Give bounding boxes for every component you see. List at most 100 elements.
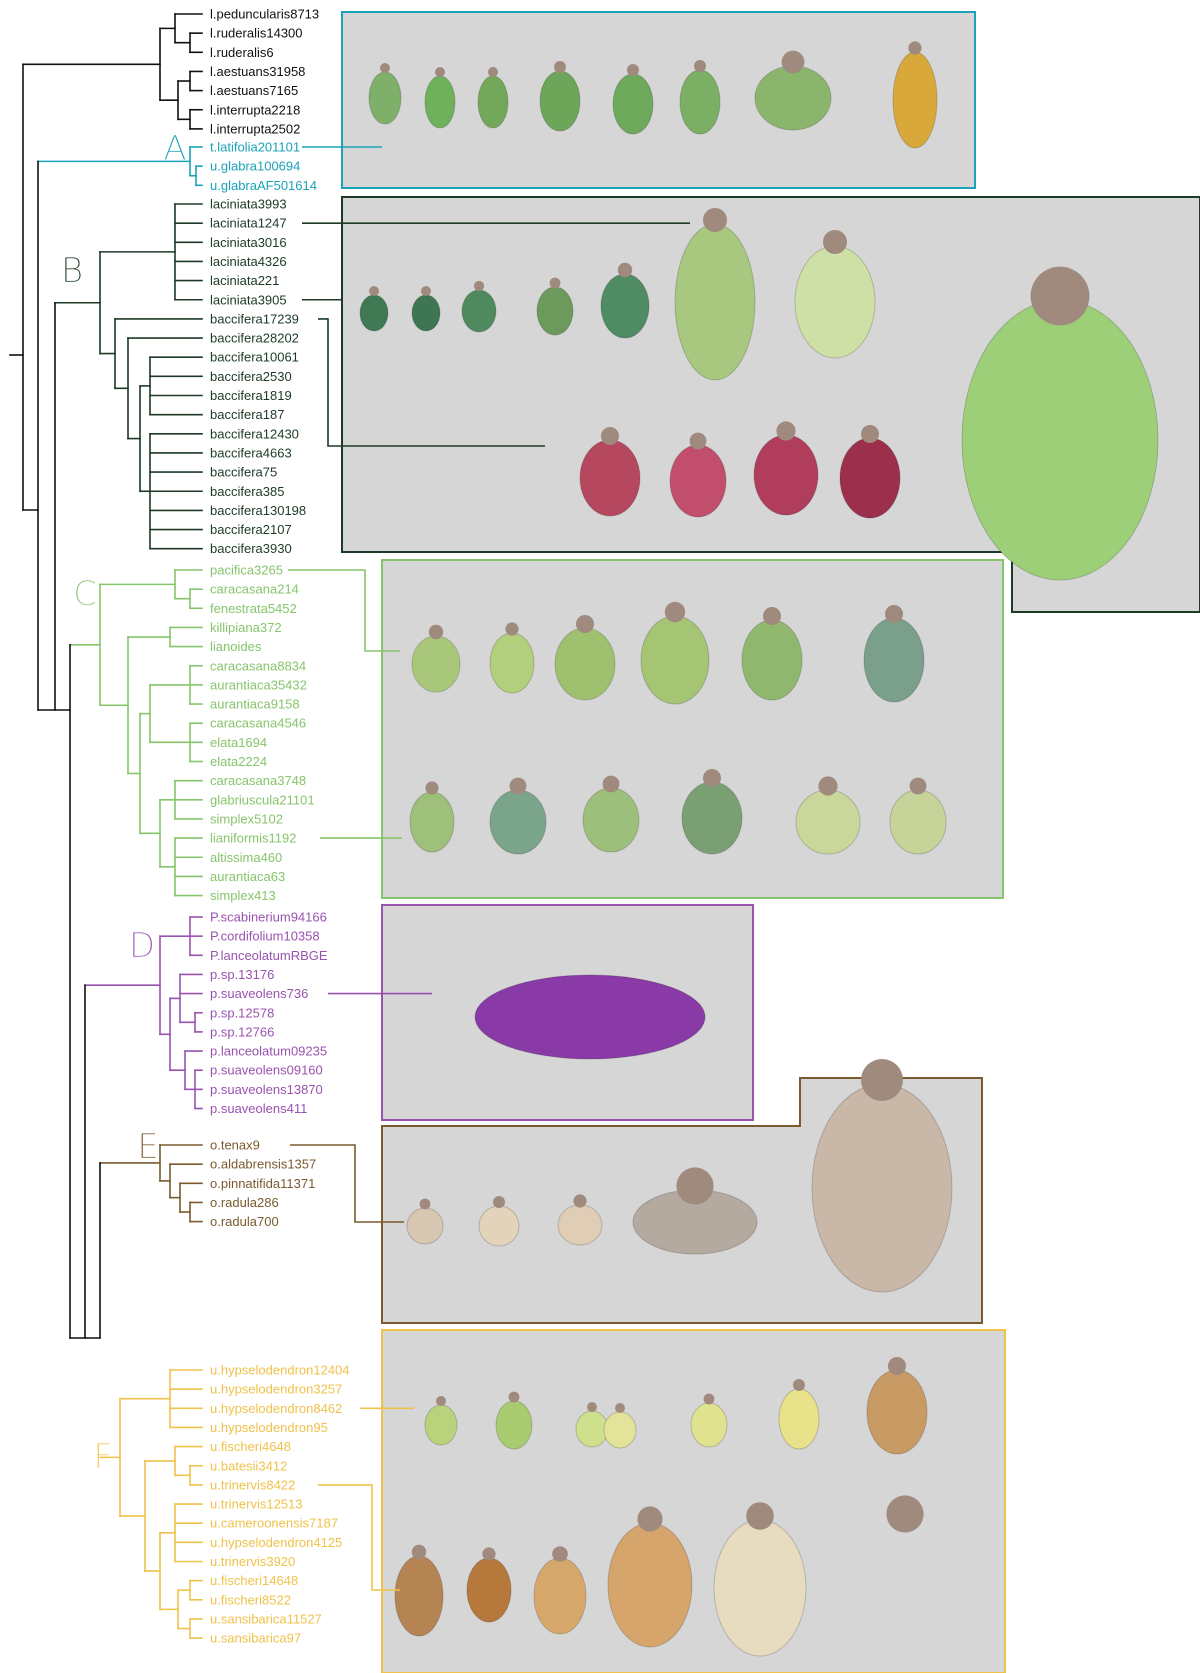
specimen-tuft-11 xyxy=(550,278,561,289)
specimen-f-39 xyxy=(496,1401,532,1449)
specimen-tuft-13 xyxy=(703,208,727,232)
specimen-tuft-47 xyxy=(552,1546,568,1562)
taxon-label: baccifera75 xyxy=(210,465,277,480)
specimen-tuft-4 xyxy=(627,64,639,76)
specimen-tuft-8 xyxy=(369,286,379,296)
taxon-label: p.sp.13176 xyxy=(210,967,274,982)
taxon-label: u.batesii3412 xyxy=(210,1458,287,1473)
taxon-label: baccifera3930 xyxy=(210,541,292,556)
taxon-label: o.radula700 xyxy=(210,1214,279,1229)
taxon-label: o.aldabrensis1357 xyxy=(210,1157,316,1172)
taxon-label: l.interrupta2502 xyxy=(210,121,300,136)
specimen-f-47 xyxy=(534,1558,586,1634)
taxon-label: baccifera10061 xyxy=(210,350,299,365)
specimen-tuft-50 xyxy=(886,1495,923,1532)
specimen-c-23 xyxy=(641,616,709,704)
taxon-label: P.scabinerium94166 xyxy=(210,910,327,925)
taxon-label: p.suaveolens09160 xyxy=(210,1063,323,1078)
specimen-tuft-2 xyxy=(488,67,498,77)
specimen-outgroup-6 xyxy=(755,66,831,130)
taxon-label: baccifera1819 xyxy=(210,388,292,403)
taxon-label: u.sansibarica11527 xyxy=(210,1611,322,1626)
taxon-label: u.hypselodendron4125 xyxy=(210,1535,342,1550)
specimen-f-40 xyxy=(576,1411,608,1447)
specimen-c-31 xyxy=(890,790,946,854)
clade-letter-e: E xyxy=(137,1127,158,1167)
taxon-label: u.hypselodendron8462 xyxy=(210,1401,342,1416)
specimen-tuft-1 xyxy=(435,67,445,77)
taxon-label: u.glabra100694 xyxy=(210,159,300,174)
taxon-label: l.peduncularis8713 xyxy=(210,7,319,22)
taxon-label: simplex413 xyxy=(210,888,276,903)
specimen-tuft-45 xyxy=(412,1545,426,1559)
specimen-tuft-44 xyxy=(888,1357,906,1375)
taxon-label: simplex5102 xyxy=(210,811,283,826)
specimen-f-46 xyxy=(467,1558,511,1622)
specimen-c-30 xyxy=(796,790,860,854)
taxon-label: killipiana372 xyxy=(210,620,282,635)
taxon-label: u.sansibarica97 xyxy=(210,1631,301,1646)
specimen-c-20 xyxy=(412,636,460,692)
taxon-label: lianiformis1192 xyxy=(210,831,296,846)
specimen-b-12 xyxy=(601,274,649,338)
taxon-label: laciniata3993 xyxy=(210,197,287,212)
specimen-tuft-43 xyxy=(793,1379,805,1391)
taxon-label: pacifica3265 xyxy=(210,563,283,578)
taxon-label: laciniata3016 xyxy=(210,235,287,250)
taxon-label: u.fischeri14648 xyxy=(210,1573,298,1588)
specimen-b-9 xyxy=(412,295,440,331)
specimen-b-15 xyxy=(580,440,640,516)
taxon-label: P.cordifolium10358 xyxy=(210,929,320,944)
specimen-tuft-46 xyxy=(482,1547,495,1560)
taxon-label: baccifera385 xyxy=(210,484,284,499)
specimen-panels xyxy=(342,12,1200,1673)
specimen-tuft-24 xyxy=(763,607,781,625)
taxon-label: p.sp.12578 xyxy=(210,1005,274,1020)
taxon-label: o.tenax9 xyxy=(210,1138,260,1153)
taxon-label: p.suaveolens736 xyxy=(210,986,308,1001)
specimen-b-11 xyxy=(537,287,573,335)
taxon-label: baccifera17239 xyxy=(210,311,299,326)
specimen-e-33 xyxy=(407,1208,443,1244)
taxon-label: u.hypselodendron3257 xyxy=(210,1382,342,1397)
specimen-b-16 xyxy=(670,445,726,517)
taxon-label: aurantiaca9158 xyxy=(210,697,300,712)
specimen-f-49 xyxy=(714,1520,806,1656)
clade-letter-d: D xyxy=(129,926,155,966)
taxon-label: p.lanceolatum09235 xyxy=(210,1044,327,1059)
taxon-label: caracasana4546 xyxy=(210,716,306,731)
specimen-tuft-37 xyxy=(861,1059,903,1101)
specimen-outgroup-0 xyxy=(369,72,401,124)
specimen-tuft-34 xyxy=(493,1196,505,1208)
specimen-tuft-28 xyxy=(603,776,620,793)
taxon-label: baccifera2530 xyxy=(210,369,292,384)
specimen-tuft-31 xyxy=(910,778,927,795)
specimen-tuft-36 xyxy=(676,1167,713,1204)
taxon-label: p.sp.12766 xyxy=(210,1024,274,1039)
specimen-c-21 xyxy=(490,633,534,693)
specimen-f-43 xyxy=(779,1389,819,1449)
clade-letter-c: C xyxy=(73,574,97,614)
specimen-e-37 xyxy=(812,1084,952,1292)
specimen-tuft-5 xyxy=(694,60,706,72)
taxon-label: glabriuscula21101 xyxy=(210,792,315,807)
specimen-b-10 xyxy=(462,290,496,332)
taxon-label: caracasana214 xyxy=(210,582,299,597)
taxon-label: u.fischeri4648 xyxy=(210,1439,291,1454)
specimen-tuft-33 xyxy=(420,1199,431,1210)
taxon-label: l.interrupta2218 xyxy=(210,102,300,117)
specimen-tuft-12 xyxy=(618,263,632,277)
taxon-label: o.pinnatifida11371 xyxy=(210,1176,315,1191)
specimen-f-48 xyxy=(608,1523,692,1647)
specimen-tuft-49 xyxy=(746,1502,774,1530)
specimen-tuft-20 xyxy=(429,625,443,639)
specimen-tuft-9 xyxy=(421,286,431,296)
taxon-label: u.trinervis12513 xyxy=(210,1497,303,1512)
taxon-label: lianoides xyxy=(210,639,262,654)
specimen-tuft-6 xyxy=(782,51,805,74)
specimen-tuft-26 xyxy=(425,781,438,794)
taxon-labels: l.peduncularis8713l.ruderalis14300l.rude… xyxy=(210,7,350,1646)
specimen-tuft-41 xyxy=(615,1403,625,1413)
specimen-b-19 xyxy=(962,300,1158,580)
